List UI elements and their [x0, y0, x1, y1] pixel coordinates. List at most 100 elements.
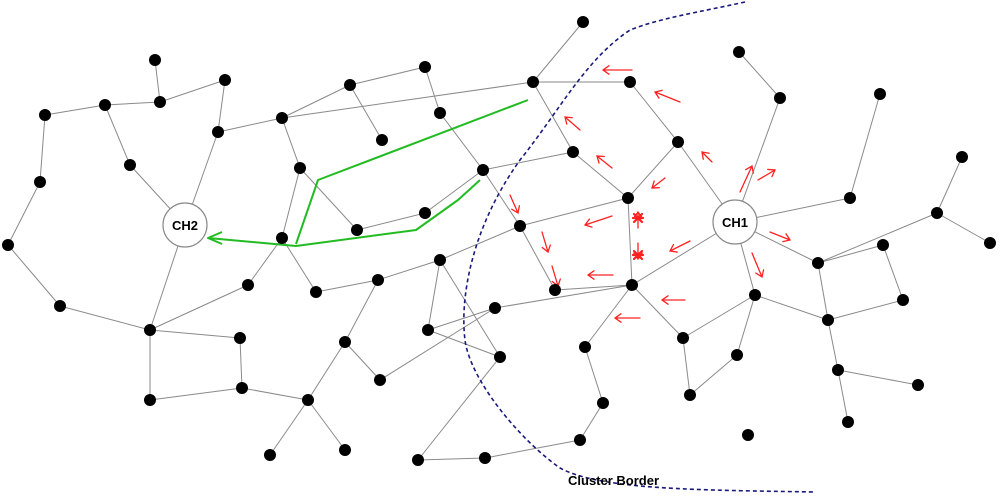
sensor-node-a31 — [434, 254, 446, 266]
sensor-node-a26 — [434, 107, 446, 119]
cluster-heads-layer: CH2 CH1 — [162, 199, 758, 248]
edges-layer — [7, 21, 991, 461]
edge-a19-a21 — [281, 167, 301, 239]
flood-arrow — [660, 295, 686, 305]
sensor-node-b19 — [731, 349, 743, 361]
route-path-upper — [295, 99, 529, 245]
sensor-node-a6 — [124, 159, 136, 171]
nodes-layer — [2, 16, 996, 466]
flood-arrow — [541, 231, 551, 254]
sensor-node-b10 — [579, 341, 591, 353]
edge-a29-b4 — [482, 151, 574, 171]
edge-b29-b30 — [837, 369, 919, 386]
sensor-node-a20 — [310, 286, 322, 298]
cluster-border-label: Cluster Border — [568, 473, 659, 488]
flood-arrow — [651, 177, 666, 189]
edge-a2-a3 — [159, 79, 226, 103]
edge-a5-a8 — [39, 114, 46, 183]
cluster-border-layer: Cluster Border — [463, 1, 816, 493]
sensor-node-a11 — [144, 324, 156, 336]
edge-a20-a30 — [315, 279, 379, 293]
flood-arrow — [586, 270, 614, 280]
sensor-node-b24 — [897, 294, 909, 306]
edge-b22-b27 — [817, 212, 938, 264]
sensor-node-a17 — [339, 444, 351, 456]
sensor-node-a7 — [212, 126, 224, 138]
route-arrowhead — [207, 231, 223, 245]
sensor-node-a22 — [276, 112, 288, 124]
edge-b22-b25 — [817, 262, 829, 321]
sensor-node-a16 — [302, 394, 314, 406]
blocked-mark-icon — [631, 212, 645, 224]
sensor-node-b7 — [672, 136, 684, 148]
sensor-node-b27 — [931, 207, 943, 219]
edge-a34-a36 — [427, 329, 501, 358]
sensor-node-a35 — [489, 302, 501, 314]
sensor-node-a14 — [236, 382, 248, 394]
edge-a31-a30 — [377, 259, 441, 281]
sensor-node-a32 — [339, 336, 351, 348]
edge-a22-a7 — [217, 117, 283, 133]
sensor-node-a36 — [494, 351, 506, 363]
edge-b6-b7 — [627, 141, 679, 199]
edge-b9-b10 — [584, 284, 633, 348]
ch1-circle — [712, 199, 758, 245]
edge-a18-a19 — [247, 237, 283, 286]
edge-a36-a37 — [417, 356, 501, 461]
ch1-label: CH1 — [722, 215, 748, 230]
edge-b24-b25 — [827, 299, 904, 321]
edge-a4-a5 — [44, 104, 106, 116]
sensor-node-b21 — [874, 88, 886, 100]
sensor-node-a12 — [234, 332, 246, 344]
sensor-node-b5 — [514, 220, 526, 232]
edge-a3-a7 — [217, 79, 226, 133]
cluster-border-line — [463, 1, 816, 493]
flood-arrow — [551, 265, 561, 288]
sensor-node-b17 — [774, 92, 786, 104]
sensor-node-b18 — [749, 289, 761, 301]
edge-a31-a36 — [439, 259, 501, 358]
flood-arrow — [613, 313, 641, 323]
edge-a4-a6 — [104, 104, 131, 166]
edge-b8-b9 — [554, 284, 633, 291]
sensor-node-b11 — [677, 332, 689, 344]
cluster-head-ch2: CH2 — [162, 202, 208, 248]
edge-a24-a26 — [424, 66, 441, 114]
edge-b6-b5 — [519, 197, 629, 227]
sensor-node-a29 — [477, 164, 489, 176]
edge-b12-b14 — [579, 402, 604, 441]
flood-arrow — [583, 215, 613, 228]
sensor-node-b4 — [567, 146, 579, 158]
edge-a10-a11 — [59, 305, 151, 331]
sensor-node-b9 — [626, 279, 638, 291]
sensor-node-a23 — [344, 79, 356, 91]
sensor-node-a30 — [372, 274, 384, 286]
sensor-node-b14 — [574, 434, 586, 446]
sensor-node-b28 — [984, 237, 996, 249]
flood-arrow — [739, 164, 754, 193]
ch2-circle — [162, 202, 208, 248]
edge-b18-b25 — [754, 294, 829, 321]
sensor-node-b25 — [822, 314, 834, 326]
flood-arrow — [701, 151, 713, 163]
edge-b6-b9 — [627, 197, 633, 286]
flood-arrow — [596, 155, 613, 169]
sensor-node-a19 — [276, 232, 288, 244]
edge-a8-a9 — [7, 181, 41, 246]
edge-a31-a34 — [427, 259, 441, 331]
edge-a30-a32 — [344, 279, 379, 343]
sensor-node-b31 — [842, 416, 854, 428]
sensor-node-b22 — [812, 257, 824, 269]
ch2-label: CH2 — [172, 218, 198, 233]
sensor-node-a27 — [351, 224, 363, 236]
sensor-node-a25 — [376, 134, 388, 146]
edge-a33-a35 — [379, 307, 496, 381]
edge-b18-b11 — [682, 294, 756, 339]
sensor-node-a2 — [154, 96, 166, 108]
edge-b5-a31 — [439, 225, 521, 261]
edge-a21-a27 — [299, 167, 358, 231]
edge-b11-b13 — [682, 337, 691, 396]
edge-b23-b24 — [882, 244, 904, 301]
